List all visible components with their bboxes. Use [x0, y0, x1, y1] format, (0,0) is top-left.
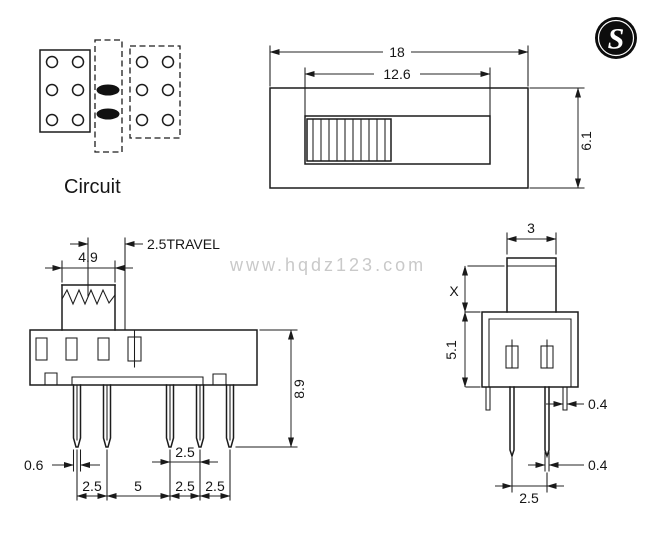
- circuit-dashed-box-right: [129, 45, 181, 139]
- circuit-diagram: Circuit: [39, 39, 181, 198]
- label-background: [374, 66, 420, 82]
- watermark-text: www.hqdz123.com: [229, 255, 426, 275]
- label-background: [383, 44, 411, 60]
- front-view-base-notches: [44, 372, 227, 386]
- dim-height-x-label: X: [449, 283, 459, 299]
- front-view: 4.9 2.5TRAVEL 8.9 0.6 2.5 2.5 5 2.5 2.5: [24, 236, 307, 501]
- circuit-title: Circuit: [64, 176, 121, 198]
- logo-ring: [597, 19, 635, 57]
- dim-pin-pitch-1-label: 2.5: [82, 478, 102, 494]
- circuit-dashed-box-slider: [94, 39, 123, 153]
- side-view-body-inner: [488, 318, 572, 388]
- dim-side-knob-width-label: 3: [527, 220, 535, 236]
- side-view-mounting-tabs: [485, 386, 568, 411]
- front-view-dimension-lines: [45, 241, 294, 499]
- front-view-body: [29, 329, 258, 386]
- side-view-body: [481, 311, 579, 388]
- dim-tab-thickness-label: 0.4: [588, 396, 608, 412]
- circuit-solid-box: [39, 49, 91, 133]
- front-view-extension-lines: [61, 237, 298, 501]
- dim-pin-pitch-4-label: 2.5: [205, 478, 225, 494]
- top-view-knob-serrations: [312, 118, 386, 162]
- dim-pin-pitch-2-label: 5: [134, 478, 142, 494]
- dim-travel-label: 2.5TRAVEL: [147, 236, 220, 252]
- dim-pin-thickness-label: 0.4: [588, 457, 608, 473]
- front-view-knob-serration-zigzag: [61, 288, 116, 306]
- logo-disc: [595, 17, 637, 59]
- dim-overall-width-label: 18: [389, 44, 405, 60]
- logo-letter: S: [608, 23, 625, 56]
- top-view-body: [269, 87, 529, 189]
- dim-slot-width-label: 12.6: [383, 66, 410, 82]
- dim-body-height-label: 6.1: [578, 131, 594, 151]
- dim-overall-height-label: 8.9: [291, 379, 307, 399]
- dim-pin-pitch-3-label: 2.5: [175, 478, 195, 494]
- dim-pin-width-label: 0.6: [24, 457, 44, 473]
- circuit-terminals: [45, 55, 175, 127]
- brand-logo: S: [595, 17, 637, 59]
- side-view-pins: [509, 386, 550, 459]
- dim-side-pin-pitch-label: 2.5: [519, 490, 539, 506]
- front-view-pins: [72, 384, 235, 448]
- top-view-slot: [304, 115, 491, 165]
- dim-side-body-height-label: 5.1: [443, 340, 459, 360]
- dim-pin-pitch-upper-label: 2.5: [175, 444, 195, 460]
- top-view-extension-lines: [269, 45, 585, 189]
- top-view: 18 12.6 6.1: [269, 44, 594, 189]
- top-view-knob: [306, 118, 392, 162]
- circuit-slider-contacts: [96, 84, 120, 120]
- side-view: 3 X 5.1 0.4 0.4 2.5: [443, 220, 608, 506]
- side-view-contacts: [505, 339, 554, 369]
- front-view-inner-slots: [35, 330, 142, 368]
- dim-knob-width-label: 4.9: [78, 249, 98, 265]
- side-view-knob: [506, 257, 557, 313]
- side-view-dimension-lines: [462, 236, 584, 489]
